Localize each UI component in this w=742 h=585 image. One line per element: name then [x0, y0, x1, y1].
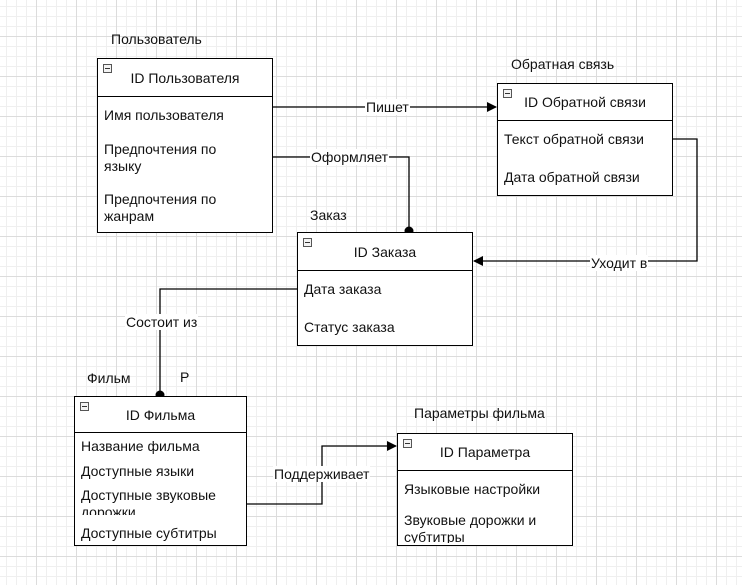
order-caption: Заказ [310, 207, 347, 223]
params-caption: Параметры фильма [414, 405, 545, 421]
entity-feedback[interactable]: ID Обратной связи Текст обратной связи Д… [497, 83, 673, 196]
attribute: Статус заказа [304, 319, 395, 335]
entity-film-header: ID Фильма [75, 397, 246, 433]
entity-feedback-id: ID Обратной связи [524, 94, 646, 110]
goes-to-label: Уходит в [590, 255, 649, 271]
attribute: Название фильма [81, 438, 200, 454]
entity-film[interactable]: ID Фильма Название фильма Доступные язык… [74, 396, 247, 546]
attribute: Доступные субтитры [81, 525, 217, 541]
entity-film-id: ID Фильма [125, 406, 196, 423]
entity-params[interactable]: ID Параметра Языковые настройки Звуковые… [397, 433, 573, 546]
collapse-icon[interactable] [80, 402, 89, 411]
cardinality-p-label: Р [180, 369, 190, 385]
collapse-icon[interactable] [303, 238, 312, 247]
user-caption: Пользователь [111, 31, 202, 47]
entity-order-header: ID Заказа [298, 233, 472, 271]
connector-goes-to[interactable] [473, 138, 698, 266]
entity-user-header: ID Пользователя [98, 59, 272, 97]
entity-order[interactable]: ID Заказа Дата заказа Статус заказа [297, 232, 473, 346]
collapse-icon[interactable] [503, 89, 512, 98]
entity-params-id: ID Параметра [439, 444, 531, 460]
attribute: Предпочтения по языку [104, 141, 217, 174]
attribute: Текст обратной связи [504, 131, 644, 147]
attribute: Звуковые дорожки и субтитры [404, 512, 537, 543]
attribute: Доступные языки [81, 463, 195, 479]
attribute: Предпочтения по жанрам [104, 191, 217, 224]
writes-label: Пишет [365, 99, 410, 115]
collapse-icon[interactable] [103, 64, 112, 73]
attribute: Дата заказа [304, 281, 382, 297]
collapse-icon[interactable] [403, 439, 412, 448]
entity-feedback-header: ID Обратной связи [498, 84, 672, 121]
feedback-caption: Обратная связь [511, 56, 615, 72]
places-label: Оформляет [310, 149, 390, 165]
entity-user[interactable]: ID Пользователя Имя пользователя Предпоч… [97, 58, 273, 233]
attribute: Дата обратной связи [504, 169, 640, 185]
consists-of-label: Состоит из [125, 314, 199, 330]
connector-consists-of[interactable] [159, 288, 298, 395]
supports-label: Поддерживает [273, 466, 371, 482]
entity-params-header: ID Параметра [398, 434, 572, 471]
attribute: Языковые настройки [404, 481, 541, 497]
entity-order-id: ID Заказа [353, 243, 417, 260]
film-caption: Фильм [87, 370, 131, 386]
entity-user-id: ID Пользователя [130, 69, 240, 86]
attribute: Доступные звуковые дорожки [81, 487, 216, 515]
attribute: Имя пользователя [104, 107, 224, 123]
